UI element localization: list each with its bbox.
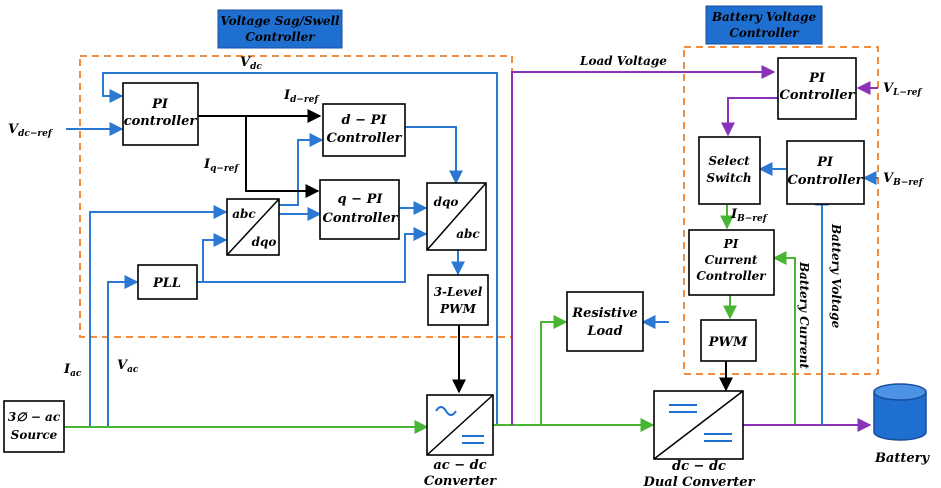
vl-ref-label: VL−ref: [883, 81, 923, 98]
pi-top-label2: Controller: [780, 88, 856, 103]
dc-dc-converter-block: [653, 390, 744, 460]
vsc-header-box: [217, 9, 343, 49]
q-pi-label1: q − PI: [338, 192, 384, 207]
iq-ref-line: [245, 116, 320, 198]
pi-controller-top-block: PI Controller: [777, 57, 857, 120]
dcdc-label2: Dual Converter: [643, 475, 756, 488]
vsc-header-line2: Controller: [245, 30, 316, 44]
iac-line: [89, 205, 228, 427]
iq-ref-label: Iq−ref: [203, 157, 240, 174]
pwm-label: PWM: [708, 335, 748, 350]
dqo-abc-block: dqo abc: [426, 182, 487, 251]
load-voltage-line: [511, 65, 776, 425]
acdc-label2: Converter: [424, 474, 497, 488]
q-pi-controller-block: q − PI Controller: [319, 179, 400, 240]
q-pi-label2: Controller: [323, 211, 399, 226]
iac-label: Iac: [63, 362, 82, 379]
pwm3-label1: 3-Level: [434, 285, 483, 299]
pi-current-label1: PI: [723, 237, 739, 251]
pi-controller-mid-block: PI Controller: [786, 140, 865, 205]
pi-controller-label2: controller: [124, 114, 198, 129]
pi-current-label3: Controller: [696, 269, 767, 283]
battery-icon: [873, 383, 927, 441]
vdc-main-label: Vdc: [240, 55, 262, 72]
dqo-abc-bottom: abc: [456, 227, 480, 241]
resistive-load-block: Resistive Load: [566, 291, 644, 352]
pi-top-label1: PI: [808, 71, 826, 86]
to-resistive-load-line: [540, 315, 568, 425]
battery-voltage-header: Battery Voltage Controller: [705, 5, 823, 45]
bvc-header-line1: Battery Voltage: [711, 10, 817, 24]
resistive-label2: Load: [586, 324, 622, 339]
pi-current-controller-block: PI Current Controller: [688, 229, 775, 296]
d-pi-label1: d − PI: [342, 113, 388, 128]
id-ref-label: Id−ref: [283, 88, 320, 105]
pll-to-abc-line: [202, 233, 228, 282]
select-switch-block: Select Switch: [698, 136, 761, 205]
bvc-header-box: [705, 5, 823, 45]
battery-current-line: [772, 251, 796, 425]
voltage-sag-swell-header: Voltage Sag/Swell Controller: [217, 9, 343, 49]
source-label1: 3∅ − ac: [8, 410, 61, 424]
battery-current-label: Battery Current: [797, 261, 811, 369]
ac-source-block: 3∅ − ac Source: [3, 400, 65, 453]
dcdc-label1: dc − dc: [672, 459, 726, 474]
abc-dqo-bottom: dqo: [252, 235, 277, 249]
resistive-label1: Resistive: [571, 306, 637, 321]
pll-to-dqo-line: [197, 227, 428, 283]
sine-icon: [435, 406, 457, 416]
abc-dqo-block: abc dqo: [226, 198, 280, 256]
vac-label: Vac: [117, 358, 139, 375]
load-voltage-label: Load Voltage: [579, 54, 667, 68]
pi-mid-label1: PI: [816, 155, 834, 170]
pi-mid-label2: Controller: [788, 173, 864, 188]
select-label1: Select: [708, 154, 750, 168]
pll-block: PLL: [137, 264, 198, 300]
pll-label: PLL: [152, 276, 181, 291]
battery-voltage-label: Battery Voltage: [829, 223, 843, 329]
pi-current-label2: Current: [705, 253, 758, 267]
abc-to-dpi-line: [279, 133, 324, 206]
ac-dc-converter-block: [426, 394, 494, 456]
vsc-header-line1: Voltage Sag/Swell: [220, 14, 340, 28]
pwm-block: PWM: [700, 319, 757, 362]
pi-to-select-line: [721, 97, 778, 137]
source-label2: Source: [11, 428, 58, 442]
d-pi-label2: Controller: [327, 131, 403, 146]
dpi-to-dqo-line: [405, 126, 463, 185]
three-level-pwm-block: 3-Level PWM: [427, 274, 489, 326]
acdc-label1: ac − dc: [433, 458, 486, 473]
vac-line: [107, 275, 139, 427]
pi-controller-label1: PI: [151, 97, 169, 112]
bvc-header-line2: Controller: [729, 26, 800, 40]
voltage-sag-swell-region: [79, 55, 513, 338]
abc-dqo-top: abc: [232, 207, 256, 221]
dqo-abc-top: dqo: [434, 195, 459, 209]
vb-ref-label: VB−ref: [883, 171, 925, 188]
pwm3-label2: PWM: [439, 302, 477, 316]
d-pi-controller-block: d − PI Controller: [322, 103, 406, 157]
ib-ref-label: IB−ref: [730, 207, 769, 224]
pi-controller-block: PI controller: [122, 82, 199, 146]
battery-voltage-region: [683, 46, 879, 375]
select-label2: Switch: [706, 171, 751, 185]
vdc-feedback-line: [102, 72, 498, 425]
vdc-ref-label: Vdc−ref: [8, 122, 54, 139]
battery-label: Battery: [874, 451, 931, 466]
